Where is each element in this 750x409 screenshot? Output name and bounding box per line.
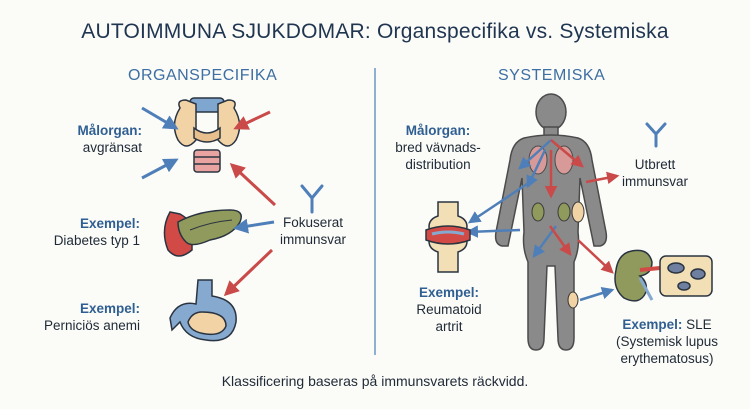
antibody-icon-right (645, 122, 667, 148)
left-example1-key: Exempel: (79, 216, 140, 231)
thyroid-icon (173, 97, 241, 173)
right-target-label: Målorgan: bred vävnads- distribution (388, 122, 488, 173)
right-response-line1: Utbrett (634, 157, 676, 172)
left-response-line1: Fokuserat (282, 215, 344, 230)
knee-joint-icon (425, 201, 471, 273)
tissue-sample-icon (659, 255, 713, 297)
human-body-silhouette (494, 93, 608, 351)
kidney-icon (614, 249, 661, 302)
right-response-line2: immunsvar (621, 174, 688, 189)
right-example2-label: Exempel: SLE (Systemisk lupus erythemato… (602, 316, 732, 367)
heading-organspecific: ORGANSPECIFIKA (128, 67, 278, 84)
right-target-line2: distribution (405, 157, 471, 172)
right-example1-key: Exempel: (418, 285, 480, 300)
left-target-key: Målorgan: (77, 123, 142, 138)
page-title: AUTOIMMUNA SJUKDOMAR: Organspecifika vs.… (81, 20, 669, 43)
kidney-left (531, 202, 545, 222)
left-example2-value: Perniciös anemi (43, 318, 140, 333)
left-example1-value: Diabetes typ 1 (53, 233, 140, 248)
pancreas-icon (163, 209, 242, 257)
left-response-line2: immunsvar (279, 232, 346, 247)
right-example1-line1: Reumatoid (416, 302, 482, 317)
left-target-label: Målorgan: avgränsat (72, 122, 142, 156)
right-example2-line2: (Systemisk lupus (615, 334, 719, 349)
right-example1-line2: artrit (435, 319, 463, 334)
left-example2-label: Exempel: Perniciös anemi (30, 300, 140, 334)
right-target-line1: bred vävnads- (395, 140, 481, 155)
heading-systemic: SYSTEMISKA (498, 67, 606, 84)
left-example2-key: Exempel: (79, 301, 140, 316)
antibody-icon-left (300, 184, 324, 214)
right-example2-line3: erythematosus) (620, 351, 714, 366)
kidney-right (557, 202, 571, 222)
left-example1-label: Exempel: Diabetes typ 1 (40, 215, 140, 249)
right-example2-key: Exempel: (622, 317, 683, 332)
stomach-icon (169, 279, 237, 342)
right-target-key: Målorgan: (405, 123, 471, 138)
right-response-label: Utbrett immunsvar (618, 156, 692, 190)
left-target-value: avgränsat (82, 140, 142, 155)
footer-caption: Klassificering baseras på immunsvarets r… (221, 373, 529, 389)
left-response-label: Fokuserat immunsvar (276, 214, 350, 248)
right-example2-value: SLE (686, 317, 712, 332)
right-example1-label: Exempel: Reumatoid artrit (404, 284, 494, 335)
